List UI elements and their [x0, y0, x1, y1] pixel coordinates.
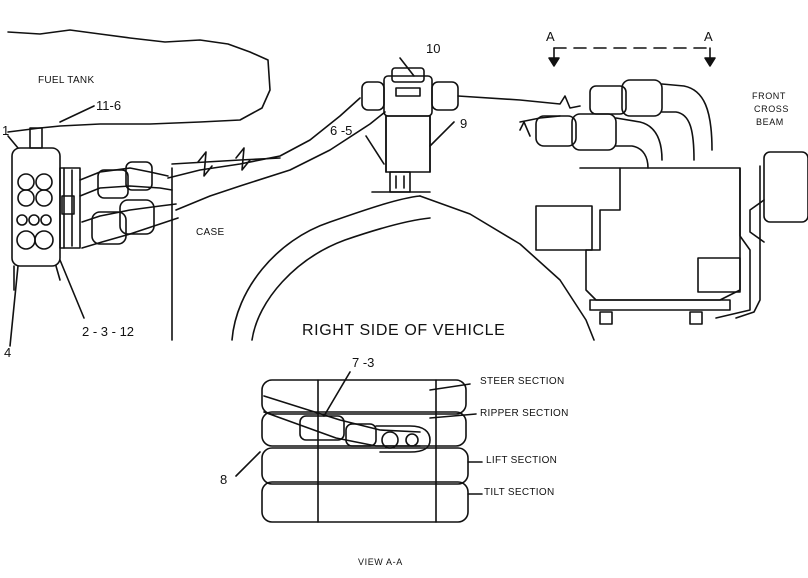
- callout-leaders: [7, 57, 455, 347]
- diagram-title: RIGHT SIDE OF VEHICLE: [302, 322, 506, 339]
- beam-label: BEAM: [756, 117, 784, 127]
- callout-10: 10: [426, 41, 441, 56]
- steer-section-label: STEER SECTION: [480, 376, 565, 387]
- callout-4: 4: [4, 345, 12, 360]
- callout-9: 9: [460, 116, 468, 131]
- callout-2-3-12: 2 - 3 - 12: [82, 324, 135, 339]
- right-side-valve: [519, 79, 808, 325]
- cross-label: CROSS: [754, 104, 790, 114]
- callout-1: 1: [2, 123, 10, 138]
- callout-11-6: 11-6: [96, 98, 122, 113]
- section-marker-left: A: [546, 29, 555, 44]
- section-marker-right: A: [704, 29, 713, 44]
- callout-8: 8: [220, 472, 228, 487]
- callout-7-3: 7 -3: [352, 355, 375, 370]
- case-label: CASE: [196, 227, 225, 238]
- view-a-a-drawing: [235, 371, 483, 523]
- front-label: FRONT: [752, 91, 786, 101]
- fuel-tank-label: FUEL TANK: [38, 75, 95, 86]
- lift-section-label: LIFT SECTION: [486, 455, 558, 466]
- control-valve-block: [11, 127, 81, 291]
- case-housing: [171, 157, 595, 341]
- tilt-section-label: TILT SECTION: [484, 487, 555, 498]
- fuel-tank-shape: [7, 29, 271, 133]
- callout-6-5: 6 -5: [330, 123, 353, 138]
- section-line-a-a: [548, 47, 716, 67]
- left-hoses: [79, 97, 386, 249]
- clamp-assembly: [361, 67, 581, 173]
- ripper-section-label: RIPPER SECTION: [480, 408, 569, 419]
- view-caption: VIEW A-A: [358, 557, 403, 567]
